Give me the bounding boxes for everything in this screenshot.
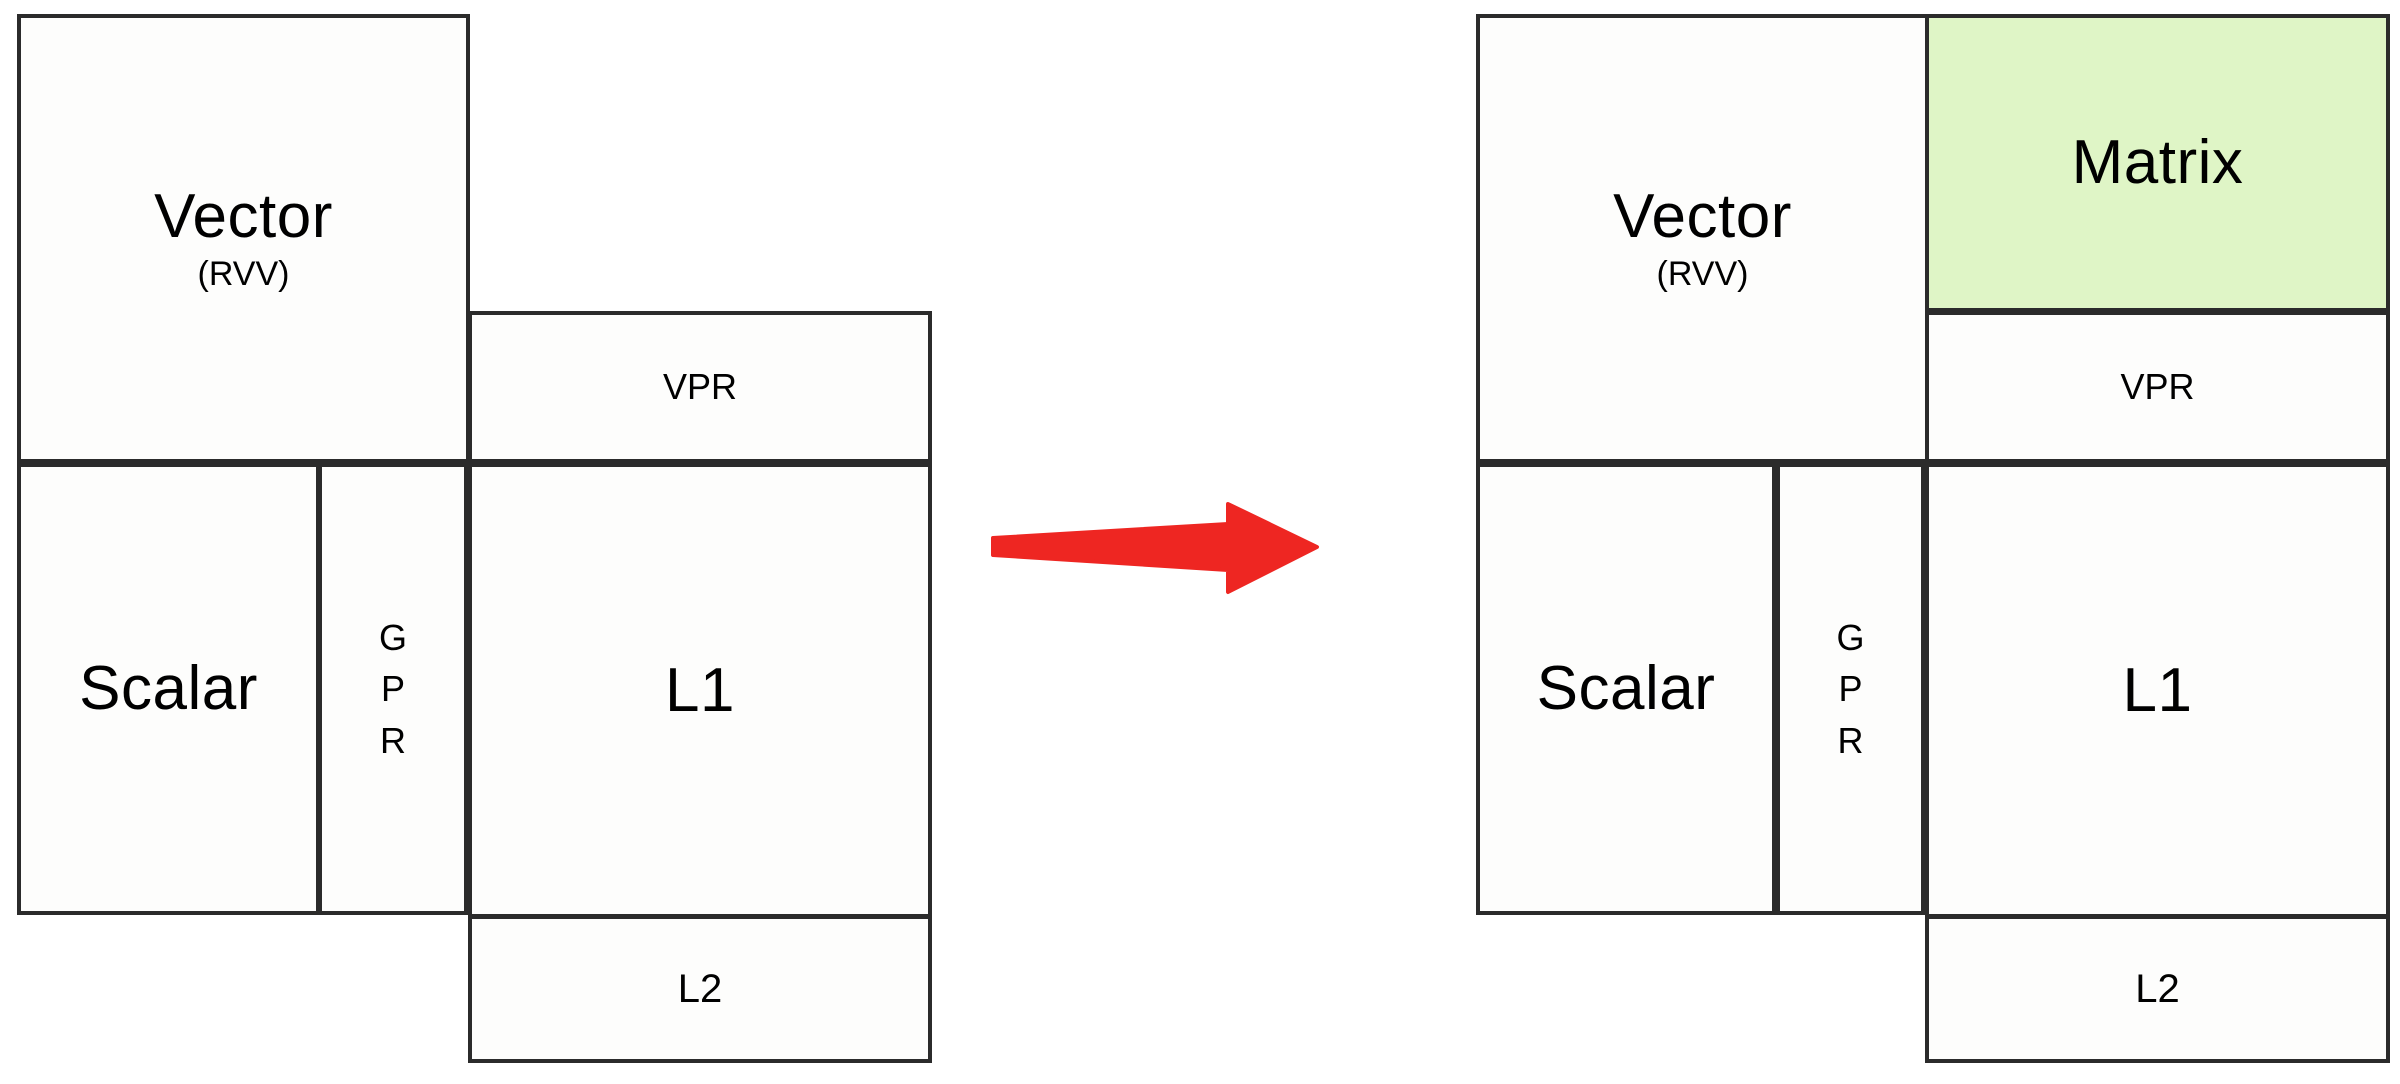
before-gpr-letter-p: P	[380, 668, 405, 710]
before-vector-sublabel: (RVV)	[197, 255, 290, 294]
after-scalar-block[interactable]: Scalar	[1476, 463, 1776, 915]
before-scalar-label: Scalar	[79, 654, 258, 724]
after-gpr-block[interactable]: G P R	[1776, 463, 1925, 915]
before-vpr-label: VPR	[662, 366, 738, 408]
right-arrow-icon	[991, 502, 1319, 594]
before-gpr-letter-r: R	[379, 719, 406, 761]
before-gpr-label: G P R	[379, 612, 407, 765]
after-l1-label: L1	[2122, 655, 2193, 725]
before-gpr-block[interactable]: G P R	[318, 463, 468, 915]
after-vector-label: Vector	[1613, 182, 1792, 252]
after-scalar-label: Scalar	[1536, 654, 1716, 724]
after-gpr-label: G P R	[1836, 612, 1864, 765]
after-vpr-label: VPR	[2120, 366, 2195, 408]
after-l2-block[interactable]: L2	[1925, 915, 2390, 1063]
before-l2-label: L2	[677, 967, 723, 1011]
transition-arrow	[985, 500, 1325, 596]
before-gpr-letter-g: G	[378, 617, 407, 659]
after-gpr-letter-g: G	[1836, 617, 1865, 659]
before-l1-block[interactable]: L1	[468, 463, 932, 918]
after-l2-label: L2	[2135, 967, 2180, 1011]
after-gpr-letter-p: P	[1838, 668, 1863, 710]
before-vector-label: Vector	[154, 182, 333, 252]
before-l2-block[interactable]: L2	[468, 915, 932, 1063]
before-vpr-block[interactable]: VPR	[468, 311, 932, 463]
after-vpr-block[interactable]: VPR	[1925, 311, 2390, 463]
after-vector-sublabel: (RVV)	[1656, 255, 1749, 294]
after-l1-block[interactable]: L1	[1925, 463, 2390, 918]
after-matrix-block[interactable]: Matrix	[1925, 14, 2390, 312]
before-vector-block[interactable]: Vector (RVV)	[17, 14, 470, 463]
after-gpr-letter-r: R	[1837, 719, 1864, 761]
after-vector-block[interactable]: Vector (RVV)	[1476, 14, 1929, 463]
before-l1-label: L1	[665, 655, 735, 725]
after-matrix-label: Matrix	[2071, 128, 2244, 198]
before-scalar-block[interactable]: Scalar	[17, 463, 320, 915]
